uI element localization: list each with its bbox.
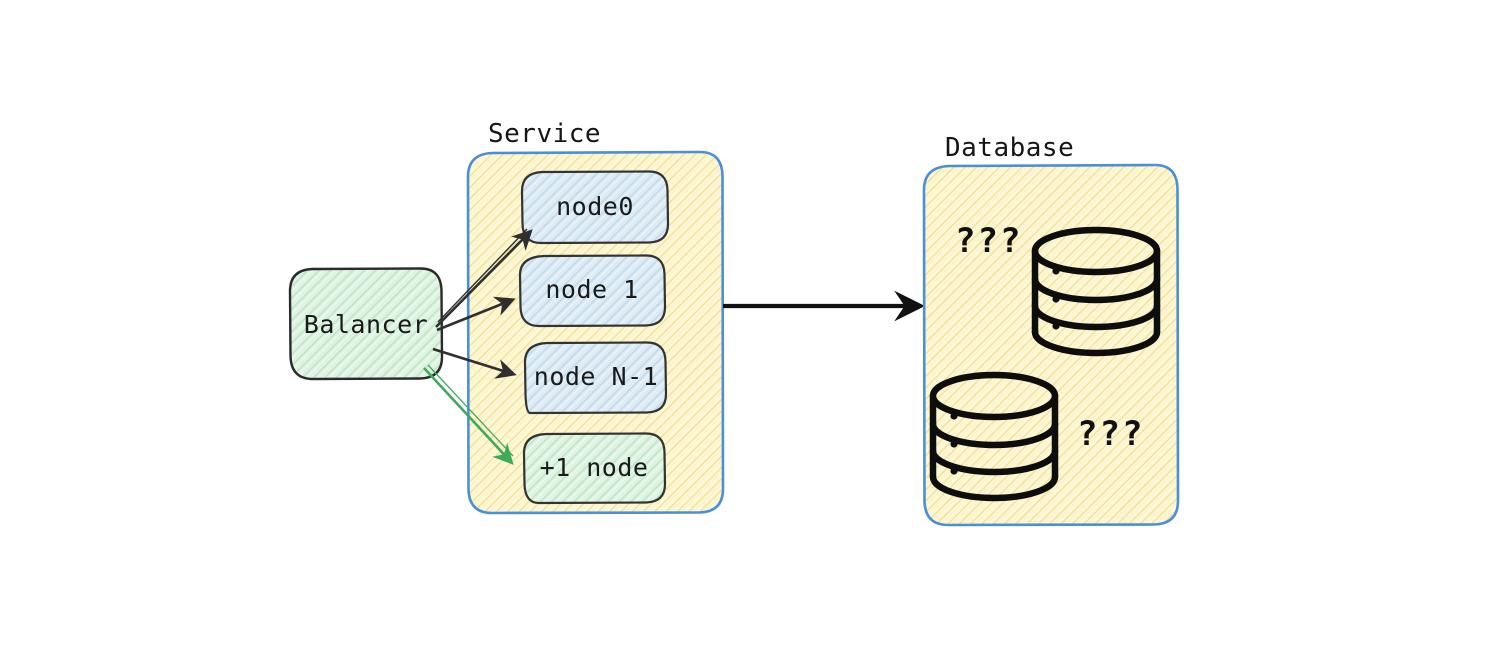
- node-box-1-label: node 1: [545, 275, 638, 304]
- node-box-0-label: node0: [556, 192, 634, 221]
- node-box-3[interactable]: +1 node: [522, 432, 667, 505]
- balancer-to-newnode-arrow: [423, 364, 514, 465]
- node-box-2-label: node N-1: [534, 362, 658, 391]
- balancer-box-shape: [288, 267, 444, 381]
- database-cylinder-upper-icon: [1031, 226, 1161, 357]
- balancer-to-nodeN1-arrow: [432, 347, 517, 379]
- balancer-to-node0-line: [435, 229, 533, 328]
- question-marks-lower: ???: [1077, 414, 1144, 454]
- balancer-to-nodeN1-line: [432, 347, 517, 379]
- node-box-3-shape: [522, 432, 667, 505]
- node-box-2[interactable]: node N-1: [523, 341, 668, 415]
- question-marks-upper: ???: [955, 221, 1022, 261]
- node-box-3-label: +1 node: [540, 453, 649, 482]
- balancer-box[interactable]: Balancer: [288, 267, 444, 381]
- balancer-to-node0-arrow: [435, 228, 533, 328]
- node-box-2-shape: [523, 341, 668, 415]
- balancer-to-newnode-line-echo: [427, 364, 514, 457]
- node-box-1[interactable]: node 1: [518, 254, 667, 328]
- node-box-0-shape: [520, 170, 670, 245]
- database-cylinder-lower-icon: [929, 371, 1059, 502]
- balancer-to-node1-arrow: [436, 296, 516, 332]
- balancer-to-newnode-line: [423, 367, 514, 465]
- database-group-title: Database: [945, 133, 1074, 163]
- balancer-label: Balancer: [304, 310, 428, 339]
- node-box-0[interactable]: node0: [520, 170, 670, 245]
- service-group-title: Service: [488, 119, 601, 149]
- balancer-to-node1-line: [436, 296, 516, 332]
- balancer-to-node0-line-echo: [437, 228, 528, 323]
- node-box-1-shape: [518, 254, 667, 328]
